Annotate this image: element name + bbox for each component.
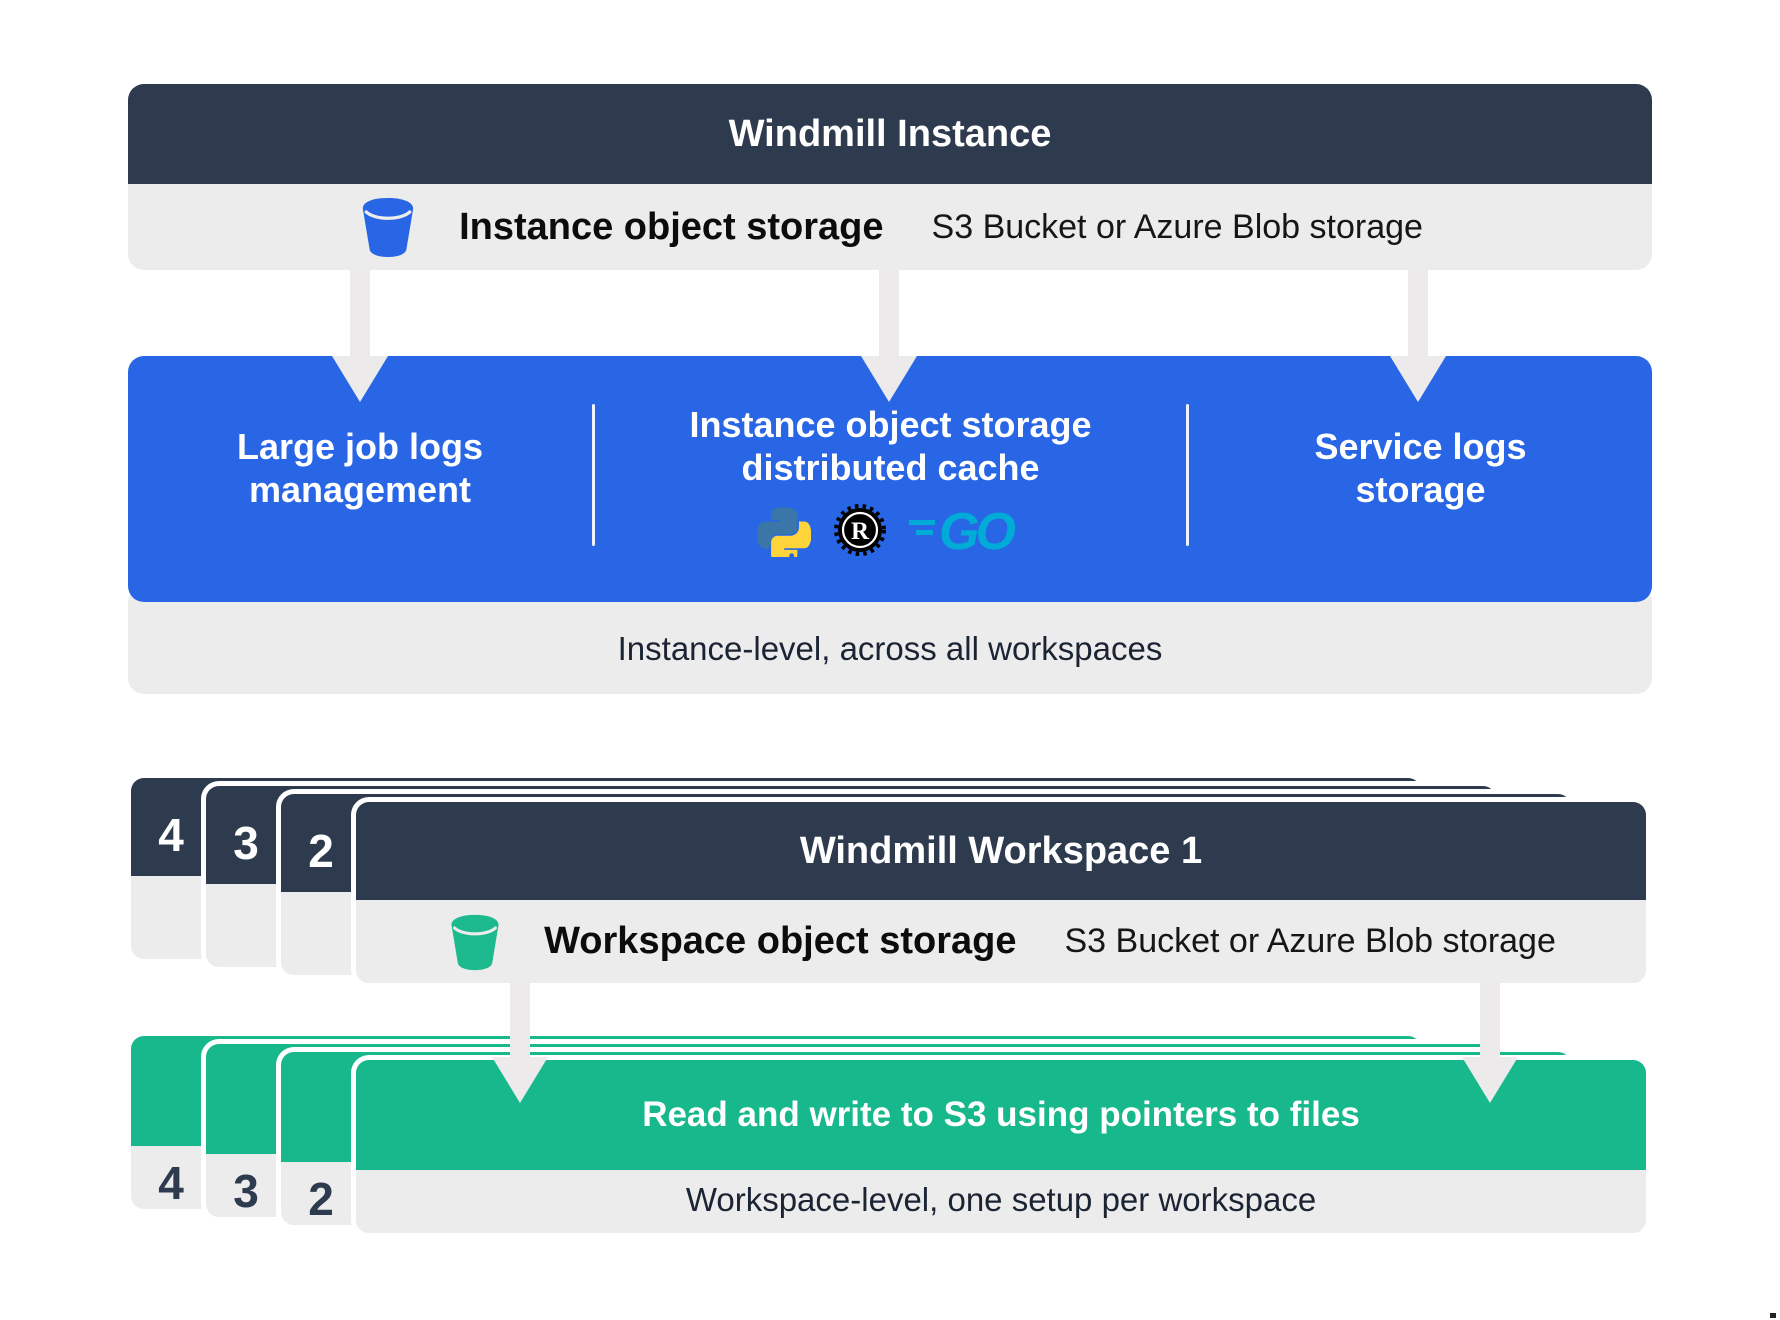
workspace-storage-type: S3 Bucket or Azure Blob storage [1064, 922, 1556, 960]
corner-artifact-dot [1770, 1313, 1776, 1318]
workspace-card-1: Windmill Workspace 1 Workspace object st… [351, 797, 1651, 988]
instance-storage-type: S3 Bucket or Azure Blob storage [931, 207, 1423, 246]
workspace-header: Windmill Workspace 1 [356, 802, 1646, 900]
svg-text:GO: GO [939, 503, 1015, 557]
feature-distributed-cache: Instance object storage distributed cach… [595, 356, 1186, 602]
s3-card-number: 3 [233, 1164, 259, 1217]
divider [1186, 404, 1189, 546]
workspace-footer-bar: Workspace-level, one setup per workspace [356, 1170, 1646, 1230]
instance-header: Windmill Instance [128, 84, 1652, 184]
workspace-card-number: 2 [308, 825, 334, 877]
workspace-card-number: 4 [158, 809, 184, 861]
feature-service-logs: Service logs storage [1314, 425, 1527, 510]
instance-title: Windmill Instance [728, 112, 1052, 155]
feature-large-job-logs: Large job logs management [236, 425, 484, 510]
workspace-storage-label: Workspace object storage [544, 920, 1017, 962]
workspace-footer-text: Workspace-level, one setup per workspace [685, 1181, 1317, 1218]
s3-card-number: 2 [308, 1172, 334, 1225]
instance-footer-bar: Instance-level, across all workspaces [128, 586, 1652, 694]
instance-storage-bar: Instance object storage S3 Bucket or Azu… [128, 184, 1652, 270]
workspace-storage-bar: Workspace object storage S3 Bucket or Az… [356, 900, 1646, 983]
python-icon [756, 507, 811, 558]
svg-text:R: R [850, 518, 869, 545]
rust-icon: R [833, 504, 886, 557]
workspace-title: Windmill Workspace 1 [799, 829, 1203, 872]
s3-action-text: Read and write to S3 using pointers to f… [642, 1095, 1360, 1134]
s3-action-banner: Read and write to S3 using pointers to f… [356, 1060, 1646, 1170]
bucket-icon [451, 914, 499, 970]
feature-distributed-cache-label: Instance object storage distributed cach… [689, 404, 1092, 489]
bucket-icon [362, 197, 414, 258]
instance-footer-text: Instance-level, across all workspaces [617, 630, 1163, 667]
language-logos: R GO [756, 503, 1025, 558]
s3-card-1: Read and write to S3 using pointers to f… [351, 1055, 1651, 1238]
go-icon: GO [908, 503, 1019, 557]
divider [592, 404, 595, 546]
instance-storage-label: Instance object storage [459, 205, 884, 248]
s3-card-number: 4 [158, 1156, 184, 1209]
workspace-card-number: 3 [233, 817, 259, 869]
